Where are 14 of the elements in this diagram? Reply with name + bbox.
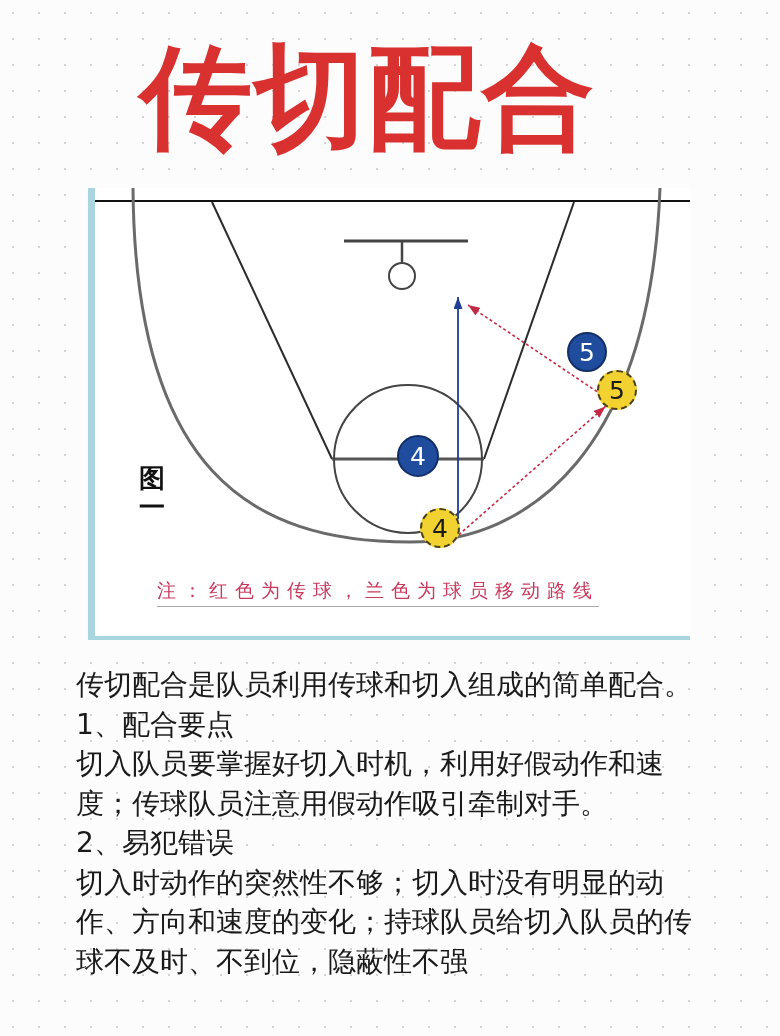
figure-label: 图一 [139, 464, 165, 522]
player-marker: 5 [597, 370, 637, 410]
player-marker: 4 [397, 435, 439, 477]
body-text: 切入队员要掌握好切入时机，利用好假动作和速度；传球队员注意用假动作吸引牵制对手。 [76, 746, 665, 822]
dashed-arrow [467, 304, 598, 393]
dashed-arrow [458, 405, 607, 536]
note-text: 注：红色为传球，兰色为球员移动路线 [157, 578, 599, 607]
player-marker: 4 [420, 508, 460, 548]
section-heading: 2、易犯错误 [76, 825, 235, 861]
intro-text: 传切配合是队员利用传球和切入组成的简单配合。 [76, 667, 693, 703]
player-marker: 5 [567, 332, 607, 372]
body-text: 切入时动作的突然性不够；切入时没有明显的动作、方向和速度的变化；持球队员给切入队员的传球不及时、不到位，隐蔽性不强 [76, 864, 693, 980]
arrow [453, 296, 463, 521]
section-heading: 1、配合要点 [76, 706, 235, 743]
